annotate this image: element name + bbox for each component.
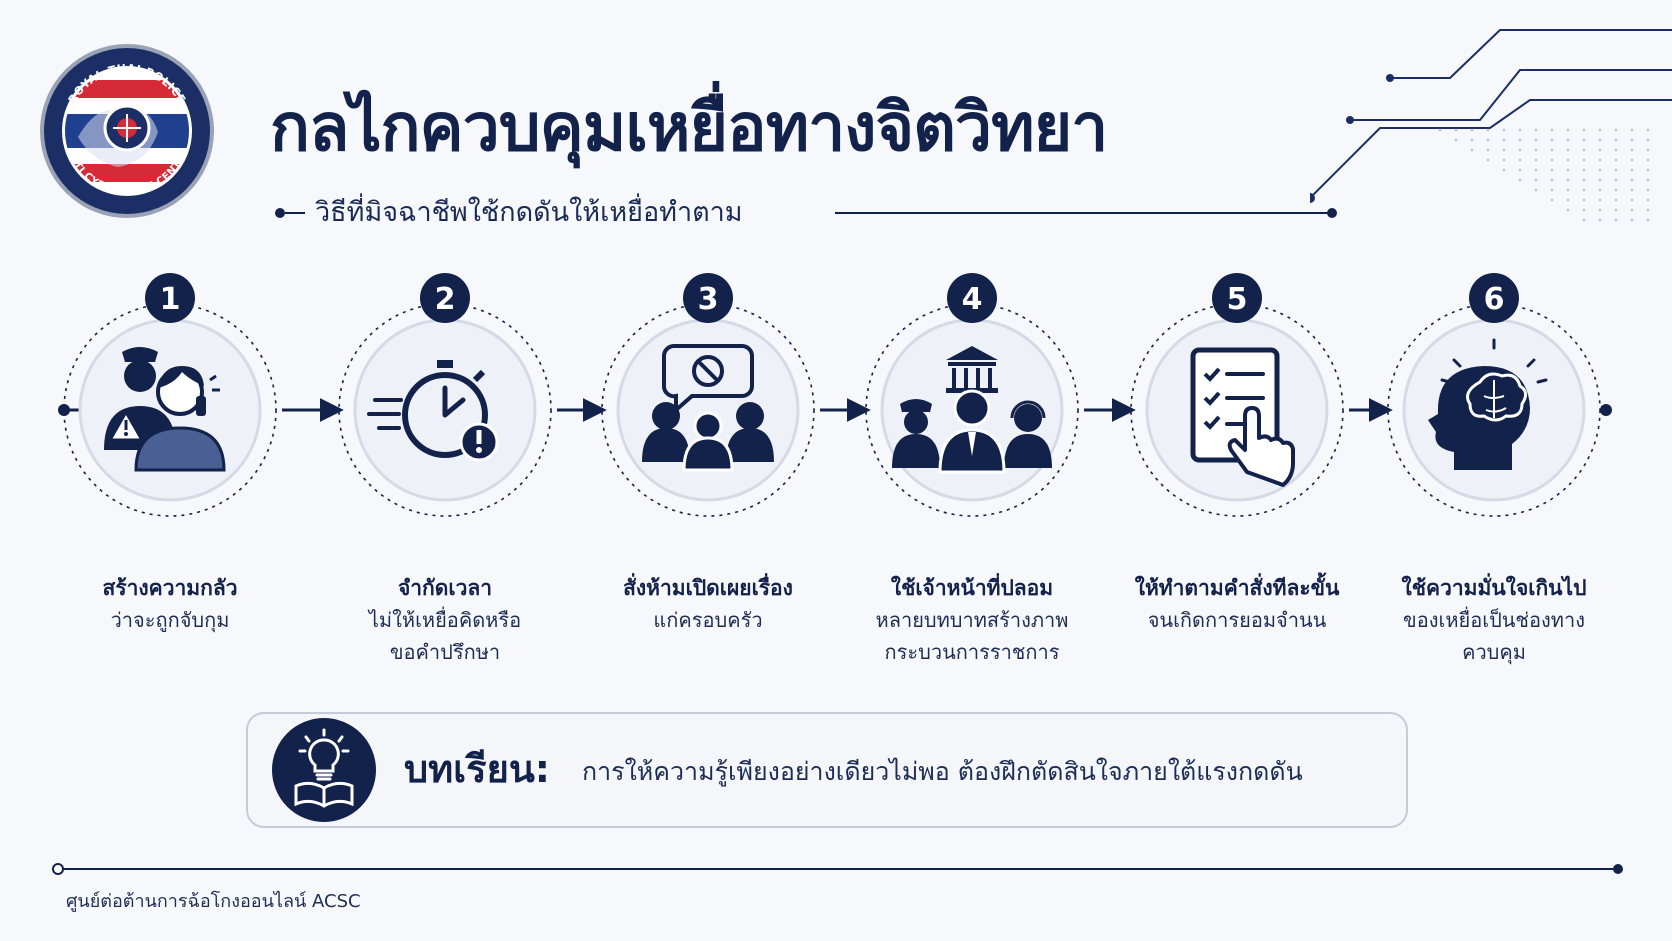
step-outer-ring: [63, 303, 277, 517]
step-description-line: ควบคุม: [1462, 640, 1526, 664]
footer-divider: [52, 863, 1623, 875]
fake-officials-icon: [892, 346, 1052, 474]
no-talk-family-icon: [642, 344, 774, 472]
brain-head-icon: [1428, 338, 1548, 470]
step-title: ใช้ความมั่นใจเกินไป: [1401, 576, 1587, 600]
step-4: 4: [865, 273, 1079, 517]
subtitle-row: วิธีที่มิจฉาชีพใช้กดดันให้เหยื่อทำตาม: [275, 195, 1337, 231]
stopwatch-alert-icon: [367, 360, 499, 462]
step-2-text: จำกัดเวลาไม่ให้เหยื่อคิดหรือขอคำปรึกษา: [320, 572, 570, 668]
step-5-text: ให้ทำตามคำสั่งทีละขั้นจนเกิดการยอมจำนน: [1112, 572, 1362, 636]
step-title: ใช้เจ้าหน้าที่ปลอม: [890, 576, 1054, 600]
circuit-decoration: [1310, 29, 1672, 222]
step-number-badge: [1212, 273, 1262, 323]
step-number: 3: [698, 282, 719, 317]
step-number: 4: [962, 282, 983, 317]
step-4-text: ใช้เจ้าหน้าที่ปลอมหลายบทบาทสร้างภาพกระบว…: [847, 572, 1097, 668]
subtitle-lead-line: [285, 212, 305, 214]
step-outer-ring: [1387, 303, 1601, 517]
step-number: 5: [1227, 282, 1248, 317]
subtitle-divider: [835, 212, 1329, 214]
step-number-badge: [145, 273, 195, 323]
lesson-box: [246, 712, 1408, 828]
step-description-line: ว่าจะถูกจับกุม: [110, 608, 230, 632]
step-2: 2: [338, 273, 552, 517]
step-description-line: กระบวนการราชการ: [884, 640, 1060, 664]
step-description-line: ขอคำปรึกษา: [389, 640, 501, 664]
page-title: กลไกควบคุมเหยื่อทางจิตวิทยา: [270, 89, 1108, 166]
step-title: สั่งห้ามเปิดเผยเรื่อง: [623, 576, 793, 600]
flow-end-dot: [1600, 404, 1612, 416]
checklist-hand-icon: [1190, 347, 1295, 487]
subtitle-divider-end: [1327, 208, 1337, 218]
step-6: 6: [1387, 273, 1601, 517]
step-1-text: สร้างความกลัวว่าจะถูกจับกุม: [45, 572, 295, 636]
step-outer-ring: [338, 303, 552, 517]
subtitle-bullet: [275, 208, 285, 218]
lightbulb-book-icon: [272, 718, 376, 822]
step-outer-ring: [1130, 303, 1344, 517]
step-1: 1: [63, 273, 277, 517]
step-3-text: สั่งห้ามเปิดเผยเรื่องแก่ครอบครัว: [583, 572, 833, 636]
step-outer-ring: [601, 303, 815, 517]
step-description-line: ไม่ให้เหยื่อคิดหรือ: [368, 608, 522, 632]
footer-text: ศูนย์ต่อต้านการฉ้อโกงออนไลน์ ACSC: [66, 891, 361, 912]
step-description-line: หลายบทบาทสร้างภาพ: [875, 608, 1069, 632]
step-outer-ring: [865, 303, 1079, 517]
step-title: จำกัดเวลา: [397, 576, 493, 600]
step-number-badge: [683, 273, 733, 323]
step-5: 5: [1130, 273, 1344, 517]
step-title: ให้ทำตามคำสั่งทีละขั้น: [1134, 576, 1340, 600]
step-description-line: ของเหยื่อเป็นช่องทาง: [1403, 608, 1585, 632]
step-description-line: แก่ครอบครัว: [653, 608, 763, 632]
step-description-line: จนเกิดการยอมจำนน: [1147, 608, 1327, 632]
lesson-label: บทเรียน:: [404, 747, 551, 791]
step-title: สร้างความกลัว: [102, 576, 238, 600]
step-3: 3: [601, 273, 815, 517]
steps-flow: 1 2 3: [58, 273, 1612, 517]
step-number-badge: [1469, 273, 1519, 323]
dot-grid: [1438, 128, 1650, 222]
page-subtitle: วิธีที่มิจฉาชีพใช้กดดันให้เหยื่อทำตาม: [315, 197, 743, 228]
royal-thai-police-acsc-logo: ROYAL THAI POLICE ANTI CYBER SCAM CENTER: [40, 44, 214, 218]
lesson-text: การให้ความรู้เพียงอย่างเดียวไม่พอ ต้องฝึ…: [582, 757, 1303, 786]
step-number: 1: [160, 282, 181, 317]
step-number: 6: [1484, 282, 1505, 317]
step-number: 2: [435, 282, 456, 317]
step-6-text: ใช้ความมั่นใจเกินไปของเหยื่อเป็นช่องทางค…: [1369, 572, 1619, 668]
police-fear-icon: [104, 347, 226, 472]
step-number-badge: [420, 273, 470, 323]
step-number-badge: [947, 273, 997, 323]
